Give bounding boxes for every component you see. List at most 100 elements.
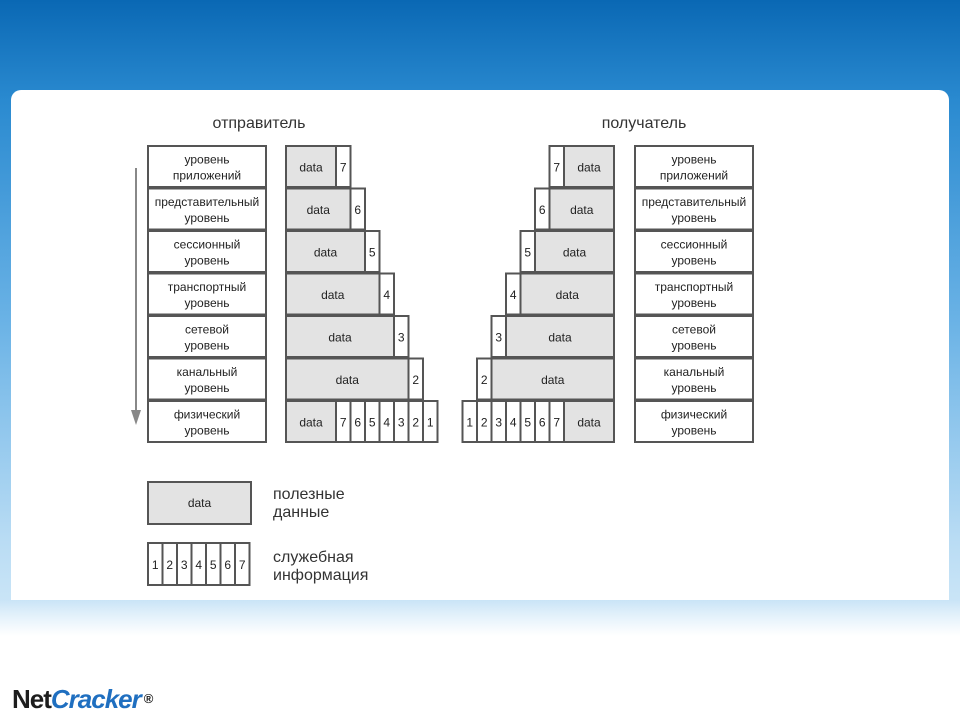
receiver-layer-box — [634, 187, 754, 231]
sender-title: отправитель — [213, 115, 306, 132]
sender-header-number: 3 — [398, 331, 405, 345]
receiver-layer-label-line1: сессионный — [661, 238, 728, 252]
sender-layer-box — [147, 315, 267, 358]
receiver-frame-number: 3 — [495, 416, 502, 430]
legend-service-line2: информация — [273, 567, 368, 584]
sender-layer-label-line2: приложений — [173, 169, 241, 183]
sender-data-label: data — [314, 246, 338, 260]
sender-layer-box — [147, 230, 267, 273]
receiver-data-label: data — [541, 373, 565, 387]
legend-service-number: 3 — [181, 558, 188, 572]
receiver-header-cell — [548, 145, 565, 188]
receiver-frame-number: 4 — [510, 416, 517, 430]
receiver-layer-label-line2: уровень — [671, 424, 716, 438]
sender-frame-number: 7 — [340, 416, 347, 430]
receiver-frame-number: 5 — [524, 416, 531, 430]
receiver-layer-box — [634, 272, 754, 316]
receiver-layer-label-line2: уровень — [671, 254, 716, 268]
sender-layer-box — [147, 272, 267, 316]
sender-data-box — [285, 272, 381, 316]
receiver-layer-label-line1: сетевой — [672, 323, 716, 337]
receiver-layer-label-line2: уровень — [671, 296, 716, 310]
receiver-layer-label-line1: уровень — [671, 153, 716, 167]
sender-header-cell — [393, 315, 410, 358]
sender-layer-box — [147, 357, 267, 401]
receiver-header-number: 6 — [539, 203, 546, 217]
receiver-data-box — [548, 187, 615, 231]
receiver-data-box — [519, 272, 615, 316]
receiver-frame-number: 7 — [553, 416, 560, 430]
sender-frame-data-label: data — [299, 416, 323, 430]
netcracker-logo: NetCracker® — [12, 684, 153, 714]
receiver-data-label: data — [548, 331, 572, 345]
sender-header-number: 7 — [340, 161, 347, 175]
receiver-header-cell — [490, 315, 507, 358]
legend-data-box — [147, 481, 252, 525]
receiver-frame-number: 6 — [539, 416, 546, 430]
sender-header-cell — [349, 187, 366, 231]
sender-header-cell — [335, 145, 352, 188]
legend-service-number: 4 — [195, 558, 202, 572]
footer-area — [0, 600, 960, 720]
sender-layer-label-line2: уровень — [184, 339, 229, 353]
sender-header-number: 5 — [369, 246, 376, 260]
sender-frame-number: 4 — [383, 416, 390, 430]
receiver-layer-label-line2: уровень — [671, 339, 716, 353]
sender-layer-label-line1: канальный — [177, 365, 238, 379]
receiver-layer-label-line1: физический — [661, 408, 727, 422]
sender-frame-number: 6 — [354, 416, 361, 430]
direction-arrow-head — [131, 410, 141, 425]
sender-frame-number: 2 — [412, 416, 419, 430]
sender-layer-label-line1: транспортный — [168, 280, 247, 294]
receiver-frame-data-box — [563, 400, 615, 443]
sender-layer-label-line2: уровень — [184, 211, 229, 225]
receiver-data-label: data — [563, 246, 587, 260]
sender-layer-label-line1: сессионный — [174, 238, 241, 252]
receiver-layer-label-line2: уровень — [671, 381, 716, 395]
receiver-title: получатель — [602, 115, 687, 132]
sender-layer-box — [147, 145, 267, 188]
sender-frame-number: 1 — [427, 416, 434, 430]
legend-service-cell — [234, 542, 251, 586]
receiver-frame-number: 1 — [466, 416, 473, 430]
receiver-layer-label-line2: уровень — [671, 211, 716, 225]
receiver-layer-label-line1: канальный — [664, 365, 725, 379]
sender-layer-label-line1: представительный — [155, 195, 260, 209]
sender-header-number: 2 — [412, 373, 419, 387]
receiver-layer-label-line1: транспортный — [655, 280, 734, 294]
legend-service-number: 7 — [239, 558, 246, 572]
receiver-data-box — [534, 230, 615, 273]
receiver-frame-data-label: data — [577, 416, 601, 430]
sender-data-box — [285, 357, 410, 401]
receiver-header-cell — [505, 272, 522, 316]
sender-layer-label-line1: сетевой — [185, 323, 229, 337]
sender-data-label: data — [299, 161, 323, 175]
legend-service-number: 6 — [224, 558, 231, 572]
sender-data-label: data — [336, 373, 360, 387]
receiver-frame-number: 2 — [481, 416, 488, 430]
receiver-layer-box — [634, 315, 754, 358]
receiver-header-cell — [476, 357, 493, 401]
receiver-layer-box — [634, 230, 754, 273]
legend-data-label: data — [188, 496, 212, 510]
receiver-data-label: data — [577, 161, 601, 175]
receiver-header-number: 3 — [495, 331, 502, 345]
sender-header-cell — [378, 272, 395, 316]
receiver-header-number: 4 — [510, 288, 517, 302]
legend-service-line1: служебная — [273, 549, 354, 566]
receiver-layer-label-line1: представительный — [642, 195, 747, 209]
legend-payload-line2: данные — [273, 504, 329, 521]
sender-header-number: 4 — [383, 288, 390, 302]
sender-layer-label-line1: уровень — [184, 153, 229, 167]
receiver-header-cell — [519, 230, 536, 273]
receiver-layer-box — [634, 400, 754, 443]
receiver-header-number: 7 — [553, 161, 560, 175]
sender-frame-cell — [422, 400, 439, 443]
sender-layer-box — [147, 187, 267, 231]
receiver-layer-label-line2: приложений — [660, 169, 728, 183]
sender-data-label: data — [307, 203, 331, 217]
logo-net: Net — [12, 684, 52, 714]
legend-service-number: 2 — [166, 558, 173, 572]
sender-layer-label-line2: уровень — [184, 296, 229, 310]
